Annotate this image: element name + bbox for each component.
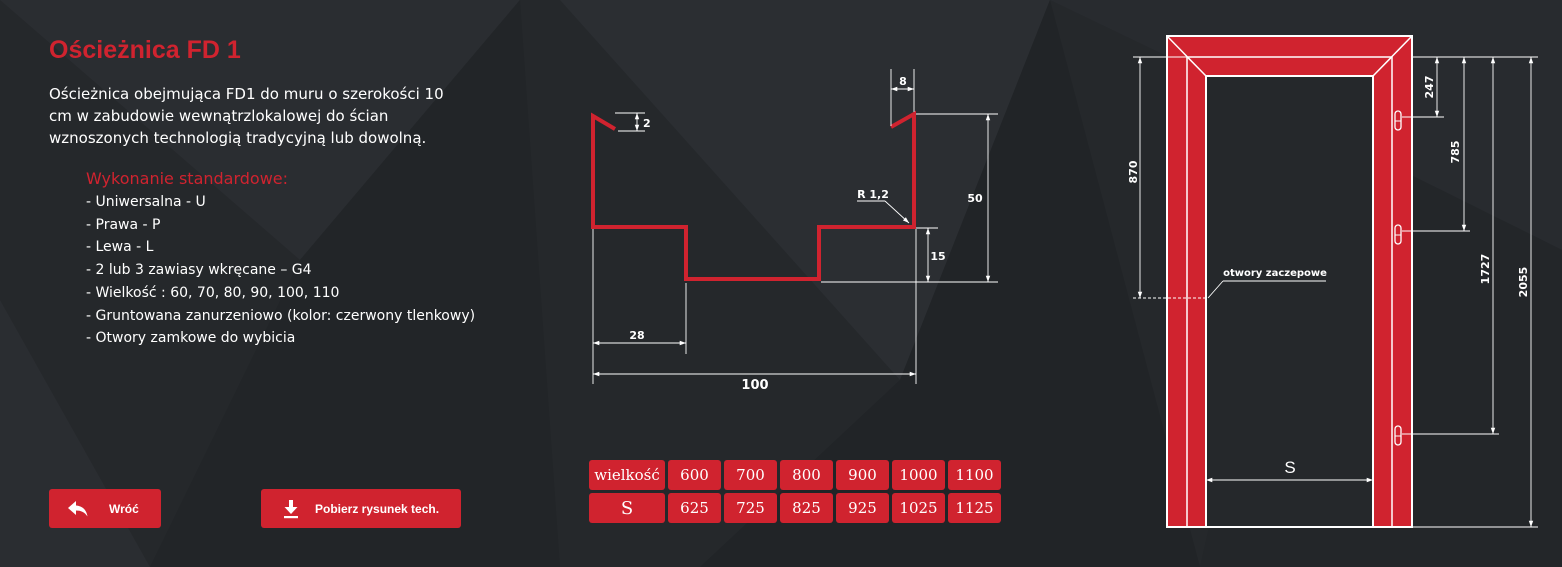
size-table: wielkość 600 700 800 900 1000 1100 S 625…	[586, 457, 1004, 526]
spec-item: - Otwory zamkowe do wybicia	[86, 330, 296, 347]
dim-1727-label: 1727	[1479, 254, 1492, 285]
spec-item: - Uniwersalna - U	[86, 194, 206, 210]
size-table-row: S 625 725 825 925 1025 1125	[589, 493, 1001, 523]
dim-15-label: 15	[930, 250, 945, 263]
size-row-label: wielkość	[589, 460, 665, 490]
s-cell: 925	[836, 493, 889, 523]
download-button-label: Pobierz rysunek tech.	[315, 501, 440, 516]
size-cell: 600	[668, 460, 721, 490]
size-cell: 700	[724, 460, 777, 490]
s-row-label: S	[589, 493, 665, 523]
size-table-row: wielkość 600 700 800 900 1000 1100	[589, 460, 1001, 490]
dim-2-label: 2	[643, 117, 651, 130]
profile-cross-section: 8 2 R 1,2 50 15 28 100	[591, 69, 998, 393]
dim-8-label: 8	[899, 75, 907, 88]
page-title: Ościeżnica FD 1	[49, 36, 241, 64]
dim-247-label: 247	[1423, 76, 1436, 99]
back-button-label: Wróć	[109, 501, 139, 516]
dim-785-label: 785	[1449, 141, 1462, 164]
download-drawing-button[interactable]: Pobierz rysunek tech.	[261, 489, 461, 528]
size-cell: 1000	[892, 460, 945, 490]
back-button[interactable]: Wróć	[49, 489, 161, 528]
dim-100-label: 100	[741, 378, 768, 393]
spec-item: - Gruntowana zanurzeniowo (kolor: czerwo…	[86, 307, 476, 324]
s-cell: 625	[668, 493, 721, 523]
size-cell: 800	[780, 460, 833, 490]
s-cell: 725	[724, 493, 777, 523]
holes-label: otwory zaczepowe	[1223, 268, 1327, 279]
spec-item: - Wielkość : 60, 70, 80, 90, 100, 110	[86, 284, 340, 301]
dim-870-label: 870	[1127, 160, 1140, 183]
s-cell: 825	[780, 493, 833, 523]
size-cell: 900	[836, 460, 889, 490]
page-description: Ościeżnica obejmująca FD1 do muru o szer…	[49, 85, 444, 147]
hinge-middle	[1394, 224, 1402, 245]
reply-arrow-icon	[67, 500, 89, 518]
dim-radius-label: R 1,2	[857, 188, 889, 201]
spec-item: - Prawa - P	[86, 216, 161, 233]
download-icon	[283, 499, 299, 519]
s-cell: 1025	[892, 493, 945, 523]
frame-opening	[1206, 76, 1373, 527]
profile-outline	[591, 110, 916, 281]
door-frame-drawing: 870 otwory zaczepowe 247 785 1727 2055 S	[1127, 35, 1538, 528]
s-cell: 1125	[948, 493, 1001, 523]
size-cell: 1100	[948, 460, 1001, 490]
dim-50-label: 50	[967, 192, 983, 205]
spec-item: - Lewa - L	[86, 239, 154, 256]
hinge-bottom	[1394, 425, 1402, 446]
hinge-top	[1394, 110, 1402, 131]
dim-s-label: S	[1284, 458, 1295, 477]
spec-list: - Uniwersalna - U - Prawa - P - Lewa - L…	[86, 191, 475, 350]
dim-28-label: 28	[629, 329, 644, 342]
spec-item: - 2 lub 3 zawiasy wkręcane – G4	[86, 262, 312, 279]
spec-heading: Wykonanie standardowe:	[86, 169, 289, 188]
dim-2055-label: 2055	[1517, 267, 1530, 298]
